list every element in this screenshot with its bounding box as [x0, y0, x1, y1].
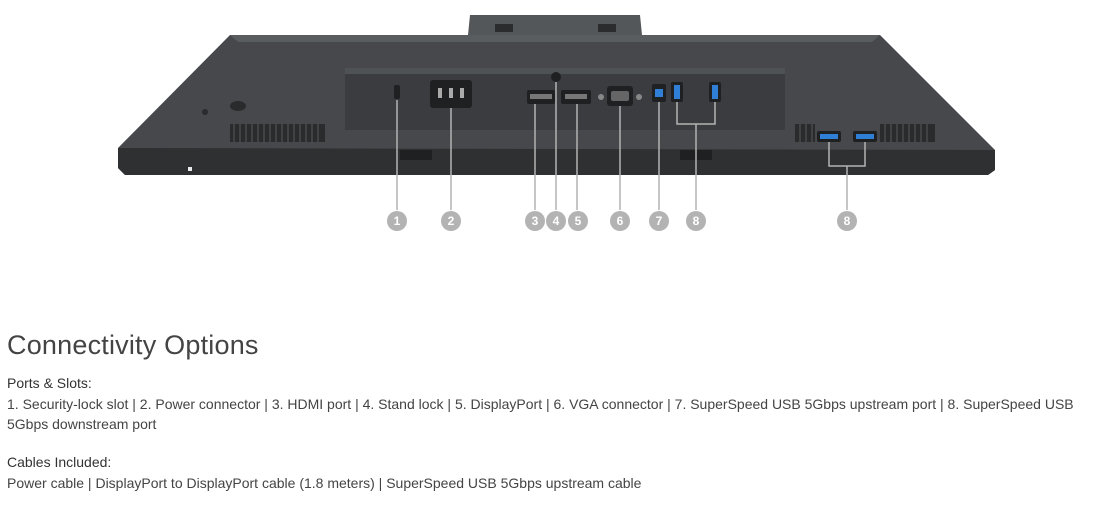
callout-2: 2: [441, 211, 461, 231]
section-title: Connectivity Options: [7, 330, 259, 360]
callout-8-rear: 8: [686, 211, 706, 231]
foot-left: [400, 150, 432, 160]
stand-slot-left: [495, 24, 513, 32]
callout-8-side: 8: [837, 211, 857, 231]
stand-lock: [551, 72, 561, 82]
vents-left: [230, 124, 325, 142]
io-panel-lip: [345, 68, 785, 74]
button-dot: [230, 101, 246, 111]
cables-text: Power cable | DisplayPort to DisplayPort…: [7, 475, 642, 491]
vent-lines-right: [799, 124, 928, 142]
callout-3: 3: [525, 211, 545, 231]
stand-slot-right: [598, 24, 616, 32]
callout-lines: [396, 82, 866, 210]
monitor-bottom-view: [118, 15, 995, 210]
callout-5: 5: [568, 211, 588, 231]
ports-text: 1. Security-lock slot | 2. Power connect…: [7, 396, 1074, 432]
ports-heading: Ports & Slots:: [7, 375, 92, 391]
callout-1: 1: [387, 211, 407, 231]
callout-4: 4: [546, 211, 566, 231]
vga-screw-right: [636, 94, 642, 100]
vga-screw-left: [598, 94, 604, 100]
cables-heading: Cables Included:: [7, 454, 112, 470]
monitor-top-edge: [230, 35, 880, 42]
status-led: [188, 167, 192, 171]
connectivity-section: Connectivity Options Ports & Slots: 1. S…: [7, 330, 1102, 513]
monitor-rear-figure: 1 2 3 4 5 6 7 8 8: [118, 15, 995, 231]
vent-lines-left: [233, 124, 319, 142]
callout-7: 7: [649, 211, 669, 231]
security-lock-slot: [394, 85, 400, 99]
button-small: [202, 109, 208, 115]
callout-6: 6: [610, 211, 630, 231]
